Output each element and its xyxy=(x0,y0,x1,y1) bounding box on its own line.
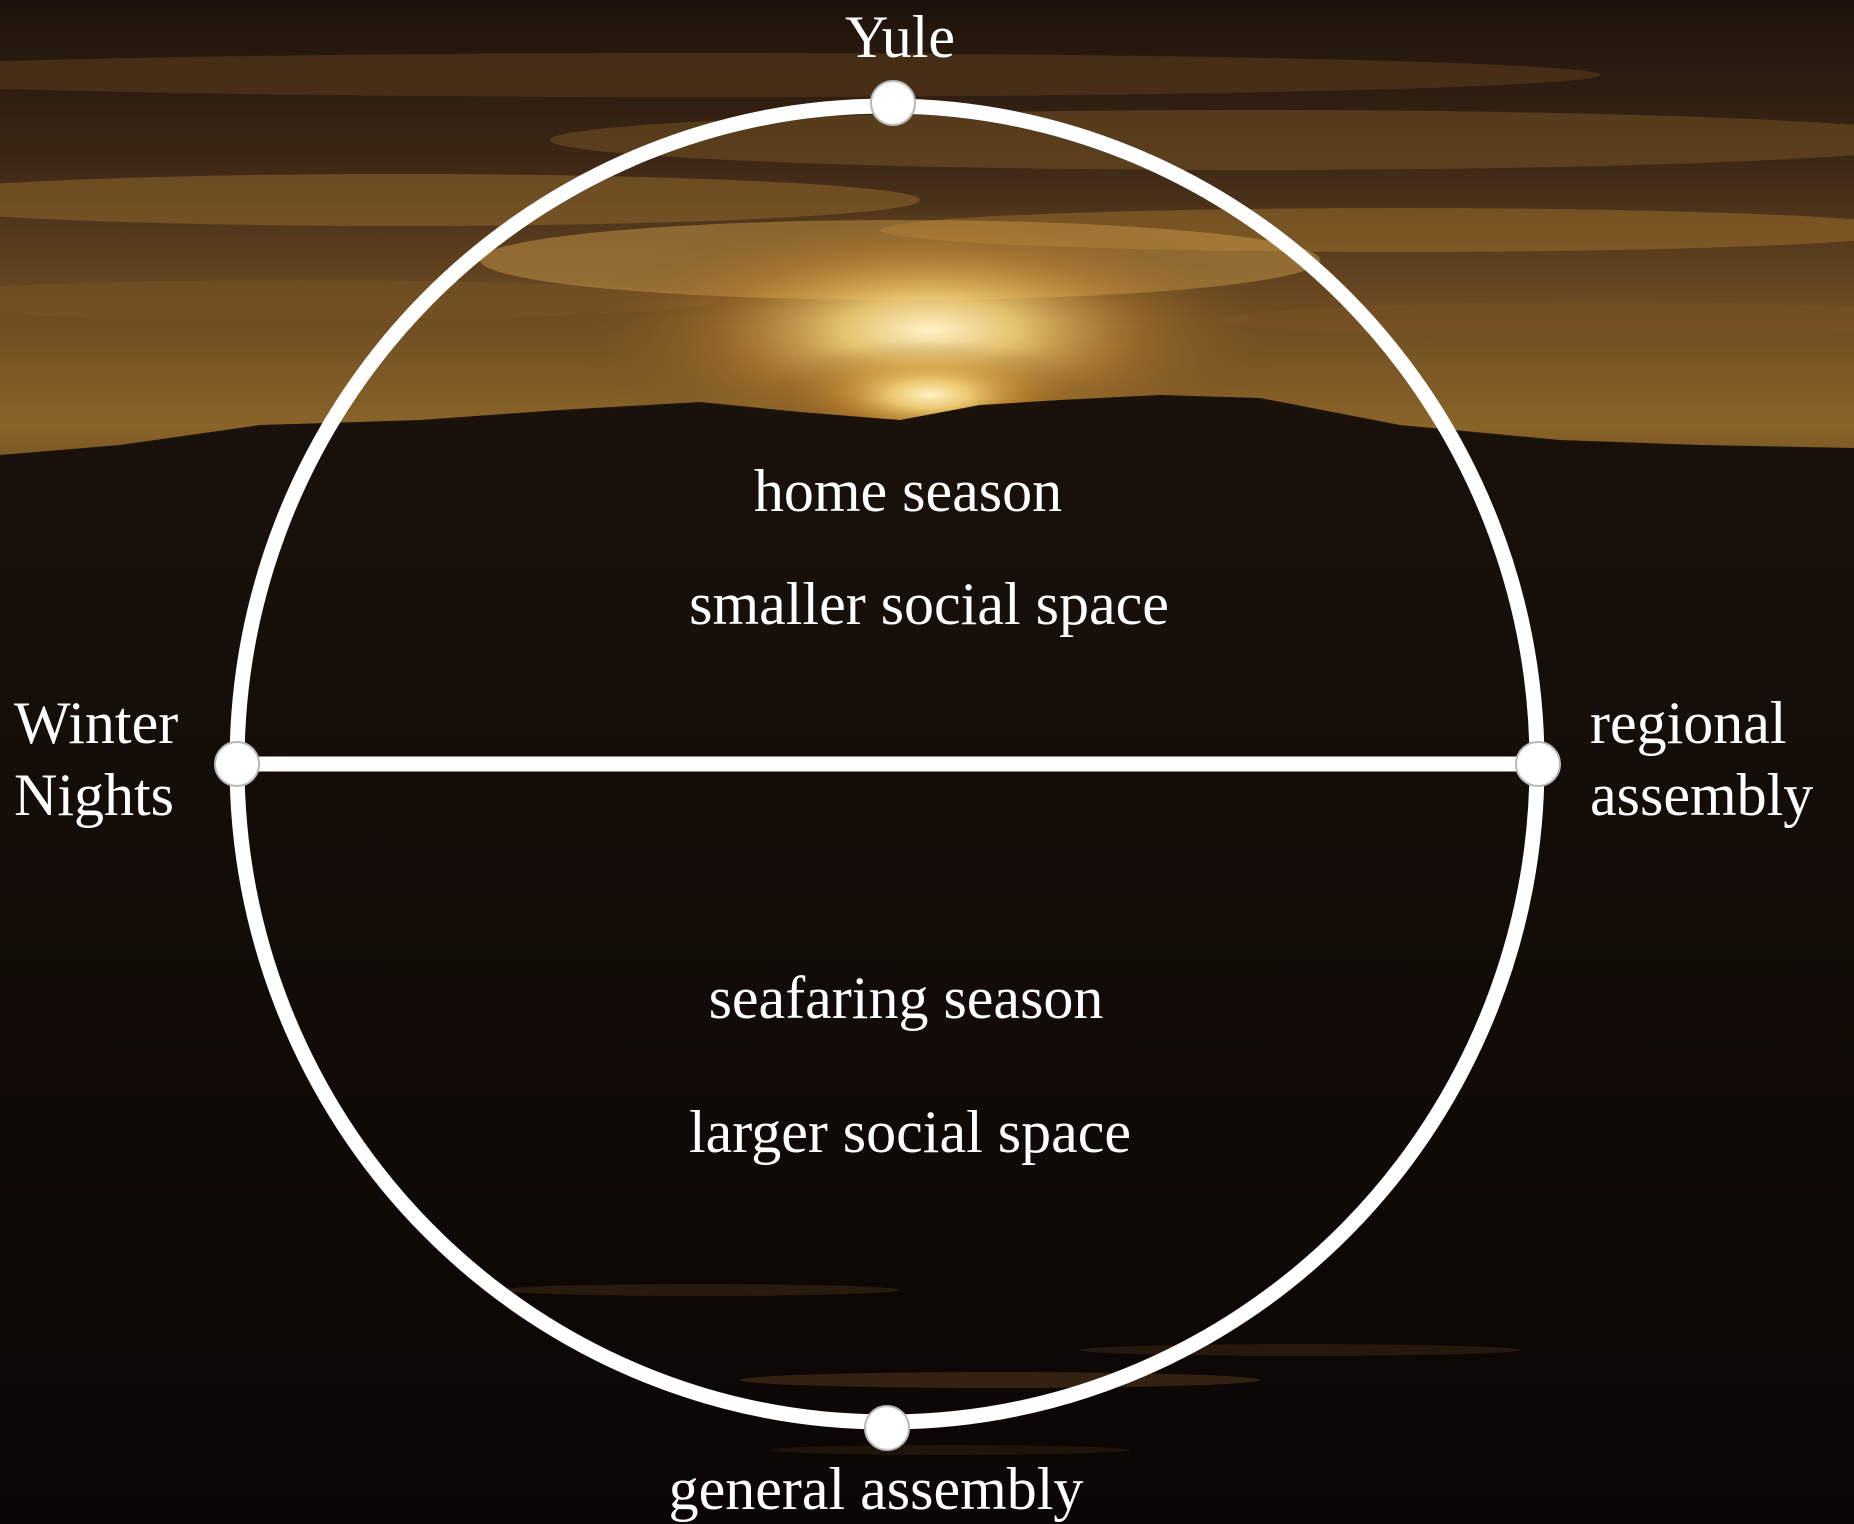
larger-social-space-label: larger social space xyxy=(688,1099,1132,1165)
general-assembly-label: general assembly xyxy=(668,1456,1084,1522)
home-season-label: home season xyxy=(753,458,1063,524)
winter-nights-label-line1: Winter xyxy=(14,690,179,756)
seafaring-season-label: seafaring season xyxy=(708,965,1104,1031)
general-assembly-node xyxy=(864,1405,910,1451)
winter-nights-label-line2: Nights xyxy=(14,762,175,828)
yule-label: Yule xyxy=(845,4,955,70)
regional-assembly-label-line2: assembly xyxy=(1590,762,1814,828)
regional-assembly-node xyxy=(1515,741,1561,787)
yule-node xyxy=(870,80,916,126)
smaller-social-space-label: smaller social space xyxy=(689,571,1169,637)
regional-assembly-label-line1: regional xyxy=(1590,690,1787,756)
winter-nights-node xyxy=(214,741,260,787)
